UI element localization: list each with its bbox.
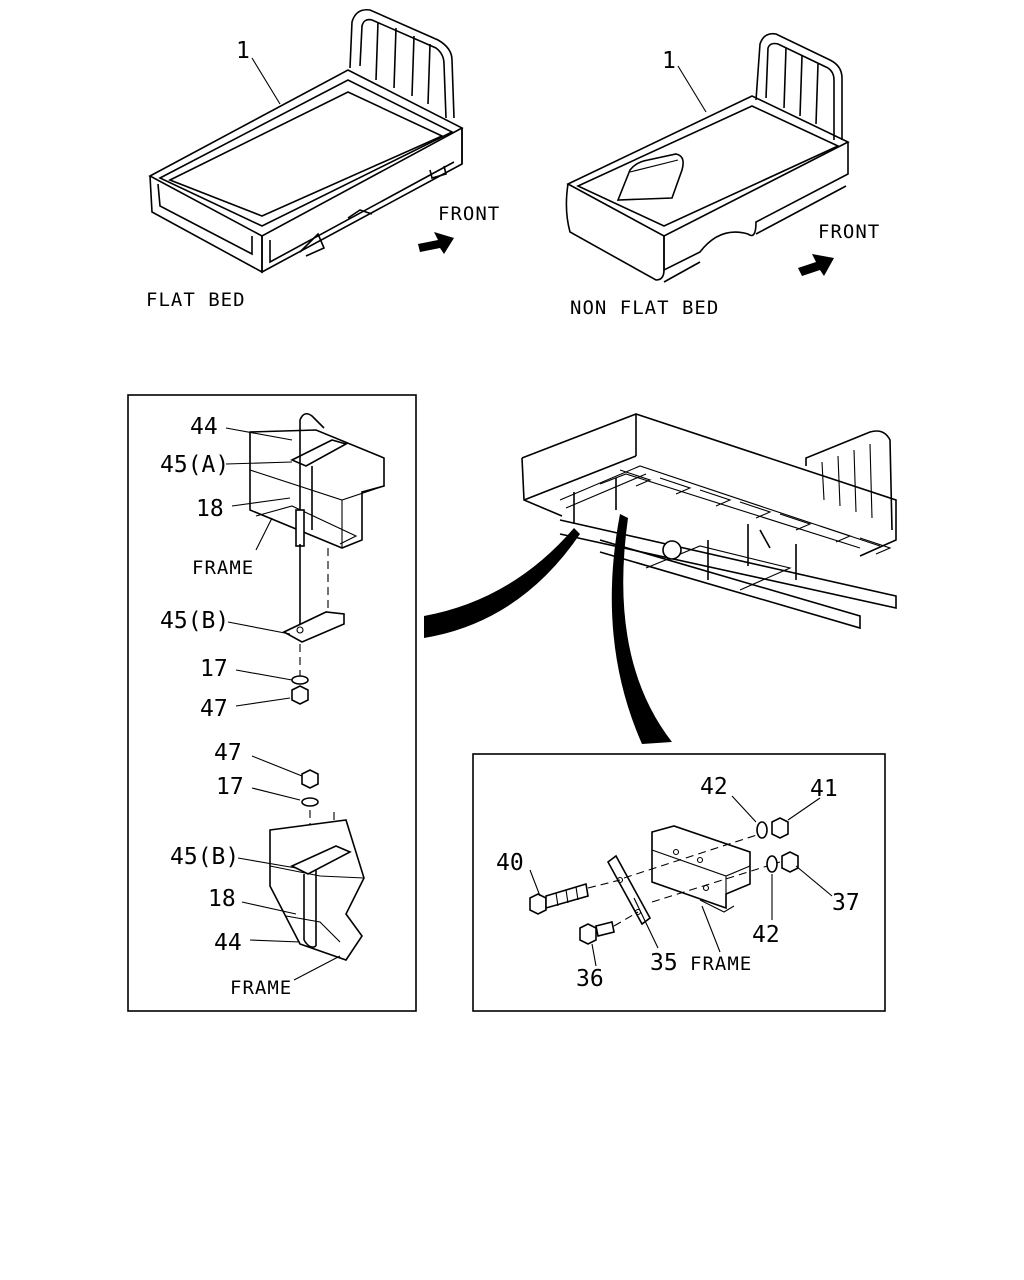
front-arrow-icon (418, 232, 454, 254)
part-label-17: 17 (216, 774, 244, 800)
frame-label: FRAME (230, 977, 292, 999)
frame-label: FRAME (690, 953, 752, 975)
part-label-36: 36 (576, 966, 604, 992)
flat-bed-front-label: FRONT (438, 203, 500, 225)
part-label-47: 47 (200, 696, 228, 722)
part-label-41: 41 (810, 776, 838, 802)
flat-bed-ref-label: 1 (236, 38, 250, 64)
part-label-45b: 45(B) (170, 844, 239, 870)
non-flat-bed-caption: NON FLAT BED (570, 297, 719, 319)
flat-bed-caption: FLAT BED (146, 289, 246, 311)
part-label-42: 42 (700, 774, 728, 800)
part-label-45b: 45(B) (160, 608, 229, 634)
part-label-40: 40 (496, 850, 524, 876)
part-label-42: 42 (752, 922, 780, 948)
detail-box-left: 44 45(A) 18 FRAME 45(B) 17 47 47 17 45(B… (127, 394, 417, 1012)
part-label-18: 18 (196, 496, 224, 522)
frame-label: FRAME (192, 557, 254, 579)
non-flat-bed-front-label: FRONT (818, 221, 880, 243)
part-label-47: 47 (214, 740, 242, 766)
non-flat-bed-illustration: 1 FRONT NON FLAT BED (565, 32, 880, 319)
non-flat-bed-ref-label: 1 (662, 48, 676, 74)
part-label-18: 18 (208, 886, 236, 912)
front-arrow-icon (798, 254, 834, 276)
flat-bed-illustration: 1 FRONT FLAT BED (146, 8, 500, 311)
part-label-17: 17 (200, 656, 228, 682)
part-label-35: 35 (650, 950, 678, 976)
part-label-44: 44 (214, 930, 242, 956)
part-label-45a: 45(A) (160, 452, 229, 478)
part-label-44: 44 (190, 414, 218, 440)
detail-box-right: 42 41 40 37 42 35 FRAME 36 (472, 753, 886, 1012)
part-label-37: 37 (832, 890, 860, 916)
callout-pointer-icon (611, 514, 672, 744)
chassis-underside-view (521, 413, 897, 630)
callout-pointer-icon (424, 528, 580, 638)
